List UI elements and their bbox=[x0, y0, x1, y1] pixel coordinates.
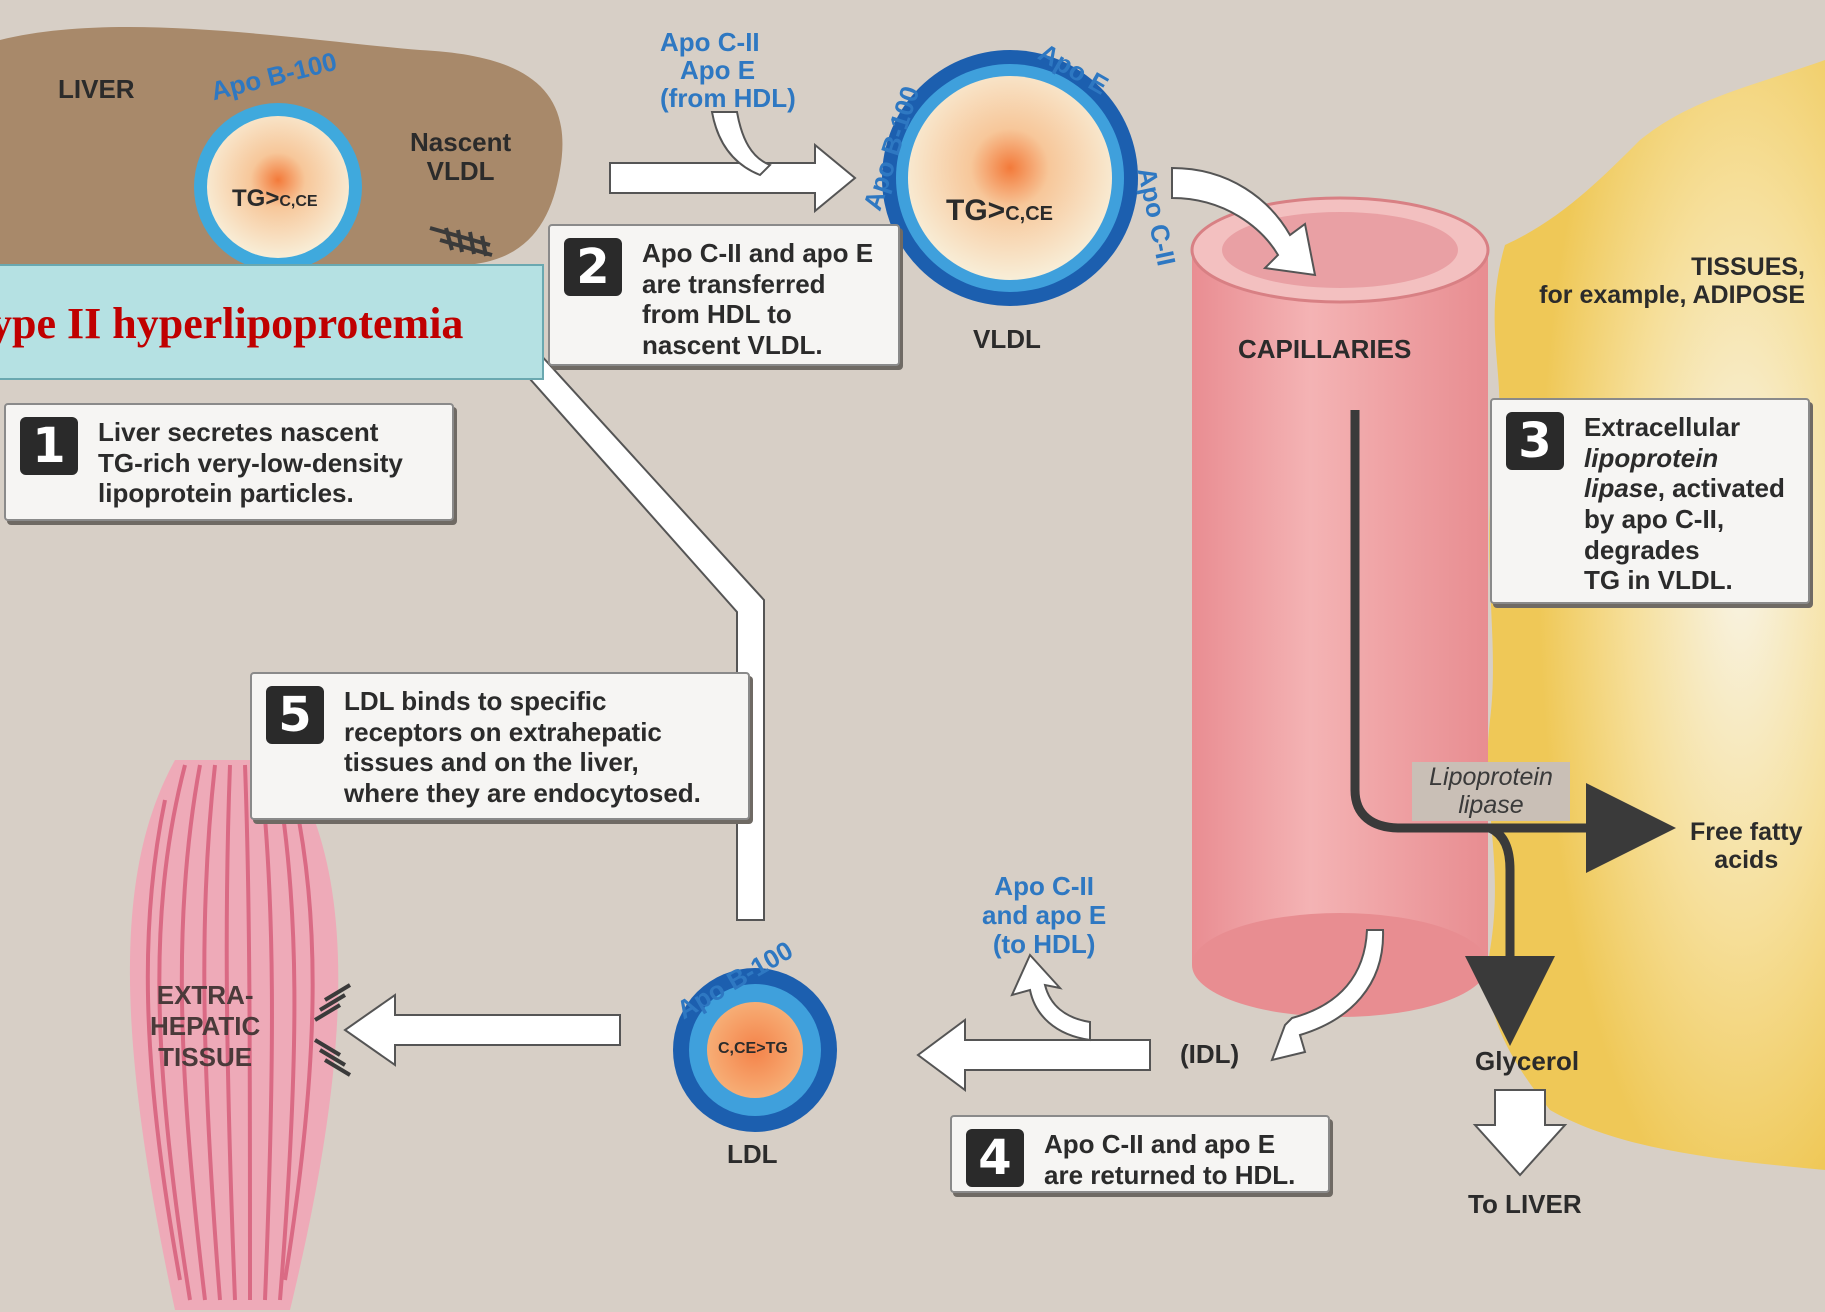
apo-e-top-label: Apo E bbox=[680, 56, 755, 85]
arrow-to-hdl bbox=[1012, 955, 1090, 1040]
step-4-number: 4 bbox=[966, 1129, 1024, 1187]
step-1-text: Liver secretes nascent TG-rich very-low-… bbox=[98, 417, 436, 509]
step-5-text: LDL binds to specific receptors on extra… bbox=[344, 686, 732, 809]
from-hdl-label: (from HDL) bbox=[660, 84, 796, 113]
tissues-label: TISSUES, for example, ADIPOSE bbox=[1505, 253, 1805, 309]
step-5-number: 5 bbox=[266, 686, 324, 744]
free-fatty-acids-label: Free fatty acids bbox=[1690, 818, 1803, 874]
idl-label: (IDL) bbox=[1180, 1040, 1239, 1069]
apo-cii-top-label: Apo C-II bbox=[660, 28, 760, 57]
arrow-ldl-to-tissue bbox=[345, 995, 620, 1065]
capillary-tube bbox=[1192, 198, 1488, 1017]
glycerol-label: Glycerol bbox=[1475, 1047, 1579, 1076]
step-1-number: 1 bbox=[20, 417, 78, 475]
step-2-text: Apo C-II and apo E are transferred from … bbox=[642, 238, 882, 361]
extra-hepatic-tissue-label: EXTRA- HEPATIC TISSUE bbox=[150, 980, 260, 1074]
nascent-core-label: TG>C,CE bbox=[232, 186, 318, 213]
lipoprotein-lipase-label: Lipoprotein lipase bbox=[1412, 762, 1570, 821]
step-4-text: Apo C-II and apo E are returned to HDL. bbox=[1044, 1129, 1312, 1190]
step-2-box: 2 Apo C-II and apo E are transferred fro… bbox=[548, 224, 900, 366]
nascent-vldl-label: Nascent VLDL bbox=[410, 128, 511, 186]
step-4-box: 4 Apo C-II and apo E are returned to HDL… bbox=[950, 1115, 1330, 1193]
arrow-idl-to-ldl bbox=[918, 1020, 1150, 1090]
step-1-box: 1 Liver secretes nascent TG-rich very-lo… bbox=[4, 403, 454, 521]
adipose-tissue-shape bbox=[1488, 60, 1825, 1170]
capillaries-label: CAPILLARIES bbox=[1238, 335, 1411, 364]
step-3-number: 3 bbox=[1506, 412, 1564, 470]
to-liver-label: To LIVER bbox=[1468, 1190, 1582, 1219]
step-2-number: 2 bbox=[564, 238, 622, 296]
vldl-label: VLDL bbox=[973, 325, 1041, 354]
ldl-core-label: C,CE>TG bbox=[718, 1040, 788, 1058]
arrow-ldl-to-liver bbox=[522, 352, 764, 920]
slide-title: ype II hyperlipoprotemia bbox=[0, 264, 544, 380]
apo-cii-to-hdl-label: Apo C-II and apo E (to HDL) bbox=[982, 872, 1106, 959]
liver-label: LIVER bbox=[58, 75, 135, 104]
ldl-label: LDL bbox=[727, 1140, 778, 1169]
vldl-core-label: TG>C,CE bbox=[946, 194, 1053, 228]
step-5-box: 5 LDL binds to specific receptors on ext… bbox=[250, 672, 750, 820]
step-3-text: Extracellular lipoprotein lipase, activa… bbox=[1584, 412, 1792, 596]
step-3-box: 3 Extracellular lipoprotein lipase, acti… bbox=[1490, 398, 1810, 604]
